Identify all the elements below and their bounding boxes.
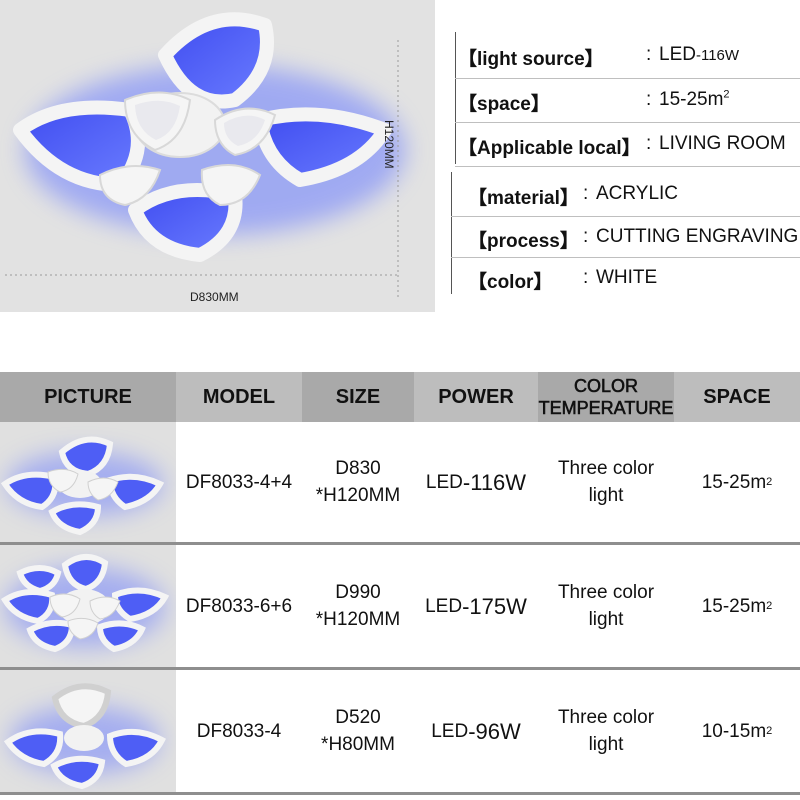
height-dimension-label: H120MM xyxy=(382,120,396,169)
spec-row-divider xyxy=(451,216,800,217)
header-power: POWER xyxy=(414,372,538,422)
header-model: MODEL xyxy=(176,372,302,422)
spec-divider-vertical-2 xyxy=(451,172,452,294)
spec-separator: : xyxy=(583,183,589,204)
table-row: DF8033-4+4 D830*H120MM LED-116W Three co… xyxy=(0,422,800,542)
cell-size: D990*H120MM xyxy=(315,582,401,630)
cell-model: DF8033-4 xyxy=(196,720,282,742)
table-row: DF8033-6+6 D990*H120MM LED-175W Three co… xyxy=(0,545,800,667)
spec-value: LIVING ROOM xyxy=(659,133,786,154)
spec-key: 【material】 xyxy=(468,188,579,209)
cell-model: DF8033-4+4 xyxy=(185,471,293,493)
cell-size: D520*H80MM xyxy=(321,707,395,755)
spec-value: WHITE xyxy=(596,267,658,288)
header-color-temperature: COLOR TEMPERATURE xyxy=(538,372,674,422)
spec-separator: : xyxy=(583,267,589,288)
product-photo: H120MM D830MM xyxy=(0,0,435,312)
spec-key: 【space】 xyxy=(458,94,550,115)
row-picture xyxy=(0,545,176,667)
spec-value: LED-116W xyxy=(659,44,740,65)
spec-value: CUTTING ENGRAVING xyxy=(596,226,799,247)
spec-separator: : xyxy=(646,89,652,110)
chandelier-thumbnail-icon xyxy=(0,436,165,536)
row-divider xyxy=(0,667,800,670)
spec-key: 【light source】 xyxy=(458,49,604,70)
spec-key: 【process】 xyxy=(468,231,579,252)
chandelier-illustration xyxy=(5,12,405,300)
header-space: SPACE xyxy=(674,372,800,422)
spec-value: ACRYLIC xyxy=(596,183,679,204)
cell-model: DF8033-6+6 xyxy=(185,595,293,617)
cell-power: LED-175W xyxy=(425,593,527,619)
spec-row-divider xyxy=(455,78,800,79)
row-picture xyxy=(0,422,176,542)
spec-row-divider xyxy=(455,122,800,123)
row-divider xyxy=(0,542,800,545)
inner-petals xyxy=(98,91,277,207)
spec-separator: : xyxy=(646,133,652,154)
cell-power: LED-116W xyxy=(425,469,527,495)
spec-key: 【Applicable local】 xyxy=(458,138,641,159)
row-divider xyxy=(0,792,800,795)
header-picture: PICTURE xyxy=(0,372,176,422)
spec-row-divider xyxy=(455,166,800,167)
spec-key: 【color】 xyxy=(468,272,553,293)
cell-size: D830*H120MM xyxy=(315,458,401,506)
header-size: SIZE xyxy=(302,372,414,422)
spec-value: 15-25m2 xyxy=(659,88,730,110)
spec-separator: : xyxy=(583,226,589,247)
spec-row-divider xyxy=(451,257,800,258)
row-picture xyxy=(0,670,176,792)
chandelier-thumbnail-icon xyxy=(3,683,166,790)
diameter-dimension-label: D830MM xyxy=(190,290,239,304)
spec-divider-vertical-1 xyxy=(455,32,456,164)
cell-power: LED-96W xyxy=(431,718,521,744)
chandelier-thumbnail-icon xyxy=(0,554,170,653)
outer-petals xyxy=(13,12,392,262)
spec-separator: : xyxy=(646,44,652,65)
